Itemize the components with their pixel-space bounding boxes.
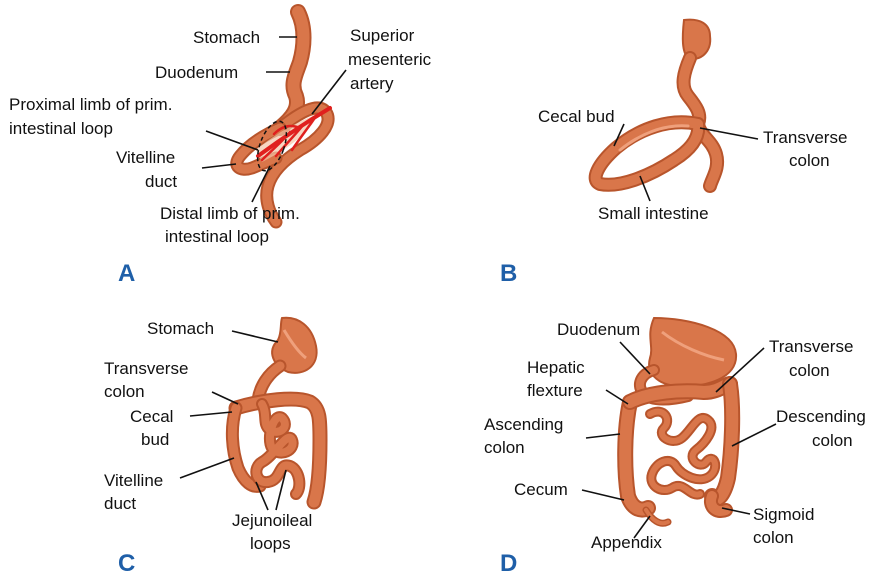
panel-c: Stomach Transverse colon Cecal bud Vitel…: [104, 318, 320, 577]
label-proximal-limb-line1: Proximal limb of prim.: [9, 95, 172, 114]
label-vitelline-duct-line2: duct: [104, 494, 136, 513]
panel-letter-c: C: [118, 550, 135, 577]
label-vitelline-duct-line1: Vitelline: [104, 471, 163, 490]
label-hepatic-flexture-line2: flexture: [527, 381, 583, 400]
label-proximal-limb-line2: intestinal loop: [9, 119, 113, 138]
label-hepatic-flexture-line1: Hepatic: [527, 358, 585, 377]
panel-c-gut-illustration: [232, 318, 320, 502]
label-distal-limb-line1: Distal limb of prim.: [160, 204, 300, 223]
label-transverse-colon-line1: Transverse: [769, 337, 853, 356]
panel-b: Cecal bud Transverse colon Small intesti…: [500, 20, 847, 287]
label-transverse-colon-line1: Transverse: [104, 359, 188, 378]
label-descending-colon-line1: Descending: [776, 407, 866, 426]
leader-line: [212, 392, 238, 404]
label-jejunoileal-loops-line1: Jejunoileal: [232, 511, 312, 530]
label-transverse-colon-line2: colon: [789, 361, 830, 380]
label-cecal-bud-line1: Cecal: [130, 407, 173, 426]
label-descending-colon-line2: colon: [812, 431, 853, 450]
label-vitelline-duct-line2: duct: [145, 172, 177, 191]
label-superior-mesenteric-artery-line1: Superior: [350, 26, 415, 45]
label-ascending-colon-line2: colon: [484, 438, 525, 457]
label-cecal-bud-line2: bud: [141, 430, 169, 449]
label-transverse-colon-line2: colon: [104, 382, 145, 401]
label-superior-mesenteric-artery-line3: artery: [350, 74, 394, 93]
label-appendix: Appendix: [591, 533, 662, 552]
label-cecal-bud: Cecal bud: [538, 107, 615, 126]
panel-a: Stomach Duodenum Superior mesenteric art…: [9, 12, 432, 287]
panel-b-gut-illustration: [596, 20, 717, 186]
label-cecum: Cecum: [514, 480, 568, 499]
label-vitelline-duct-line1: Vitelline: [116, 148, 175, 167]
label-sigmoid-colon-line1: Sigmoid: [753, 505, 814, 524]
label-small-intestine: Small intestine: [598, 204, 709, 223]
leader-line: [180, 458, 234, 478]
label-stomach: Stomach: [193, 28, 260, 47]
label-superior-mesenteric-artery-line2: mesenteric: [348, 50, 432, 69]
panel-letter-d: D: [500, 550, 517, 577]
leader-line: [620, 342, 650, 374]
label-transverse-colon-line1: Transverse: [763, 128, 847, 147]
panel-d: Duodenum Transverse colon Hepatic flextu…: [484, 318, 866, 577]
leader-line: [586, 434, 620, 438]
leader-line: [190, 412, 232, 416]
label-duodenum: Duodenum: [557, 320, 640, 339]
label-stomach: Stomach: [147, 319, 214, 338]
leader-line: [232, 331, 278, 342]
panel-d-gut-illustration: [625, 318, 736, 523]
label-distal-limb-line2: intestinal loop: [165, 227, 269, 246]
label-ascending-colon-line1: Ascending: [484, 415, 563, 434]
label-duodenum: Duodenum: [155, 63, 238, 82]
leader-line: [582, 490, 624, 500]
label-sigmoid-colon-line2: colon: [753, 528, 794, 547]
label-transverse-colon-line2: colon: [789, 151, 830, 170]
panel-letter-a: A: [118, 260, 135, 287]
panel-letter-b: B: [500, 260, 517, 287]
label-jejunoileal-loops-line2: loops: [250, 534, 291, 553]
